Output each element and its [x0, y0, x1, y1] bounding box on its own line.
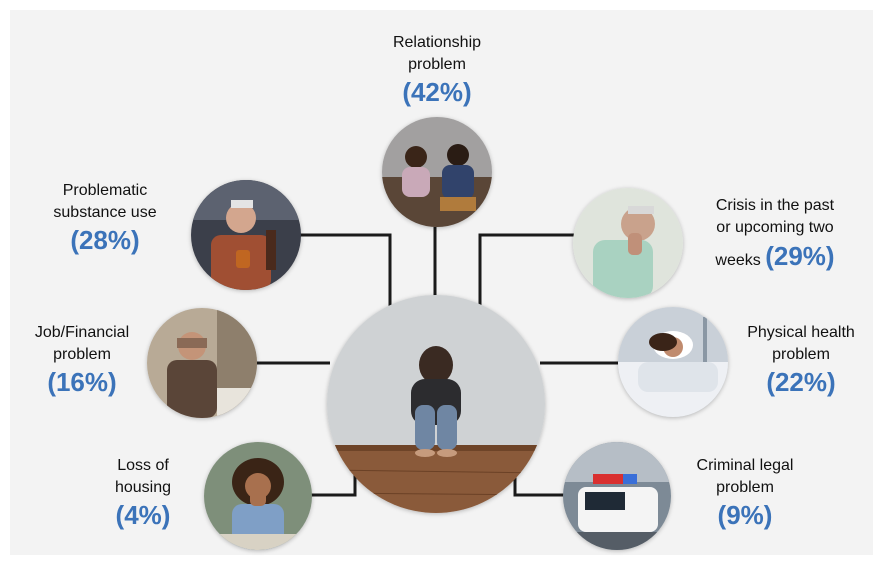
label-relationship-line1: Relationship — [392, 34, 482, 51]
photo-crisis — [573, 188, 683, 298]
man-stressed-desk-icon — [147, 308, 257, 418]
connector-legal — [513, 475, 565, 497]
label-legal: Criminal legal problem (9%) — [670, 455, 820, 531]
percent-crisis: (29%) — [765, 241, 835, 271]
photo-relationship — [382, 117, 492, 227]
percent-substance: (28%) — [70, 225, 140, 255]
connector-lines — [255, 210, 620, 497]
woman-worried-icon — [204, 442, 312, 550]
label-crisis: Crisis in the past or upcoming two weeks… — [690, 195, 860, 272]
label-substance-line1: Problematic — [62, 182, 148, 199]
label-housing-line1: Loss of — [117, 457, 169, 474]
label-health-line1: Physical health — [747, 324, 855, 341]
man-drinking-icon — [191, 180, 301, 290]
label-legal-line1: Criminal legal — [696, 457, 794, 474]
label-crisis-line3-wrap: weeks (29%) — [690, 243, 860, 272]
label-job-line2: problem — [53, 346, 111, 363]
connector-crisis — [478, 233, 575, 307]
label-substance: Problematic substance use (28%) — [20, 180, 190, 256]
label-crisis-line2: or upcoming two — [716, 219, 834, 236]
patient-hospital-bed-icon — [618, 307, 728, 417]
percent-housing: (4%) — [115, 500, 171, 530]
label-health-line2: problem — [772, 346, 830, 363]
diagram-canvas: Relationship problem (42%) Problematic s… — [10, 10, 873, 555]
photo-housing — [204, 442, 312, 550]
label-health: Physical health problem (22%) — [726, 322, 876, 398]
label-job-line1: Job/Financial — [34, 324, 130, 341]
police-car-icon — [563, 442, 671, 550]
person-sitting-sad-icon — [327, 295, 545, 513]
photo-substance — [191, 180, 301, 290]
percent-legal: (9%) — [717, 500, 773, 530]
percent-job: (16%) — [47, 367, 117, 397]
connector-substance — [300, 233, 392, 307]
center-photo — [327, 295, 545, 513]
label-relationship: Relationship problem (42%) — [362, 32, 512, 108]
photo-health — [618, 307, 728, 417]
label-housing: Loss of housing (4%) — [88, 455, 198, 531]
label-crisis-line3: weeks — [715, 252, 761, 269]
couple-arguing-icon — [382, 117, 492, 227]
label-relationship-line2: problem — [408, 56, 466, 73]
label-housing-line2: housing — [114, 479, 172, 496]
photo-legal — [563, 442, 671, 550]
percent-relationship: (42%) — [402, 77, 472, 107]
connector-housing — [310, 475, 357, 497]
photo-job — [147, 308, 257, 418]
man-anxious-icon — [573, 188, 683, 298]
label-job: Job/Financial problem (16%) — [12, 322, 152, 398]
label-substance-line2: substance use — [53, 204, 157, 221]
label-legal-line2: problem — [716, 479, 774, 496]
percent-health: (22%) — [766, 367, 836, 397]
label-crisis-line1: Crisis in the past — [715, 197, 835, 214]
